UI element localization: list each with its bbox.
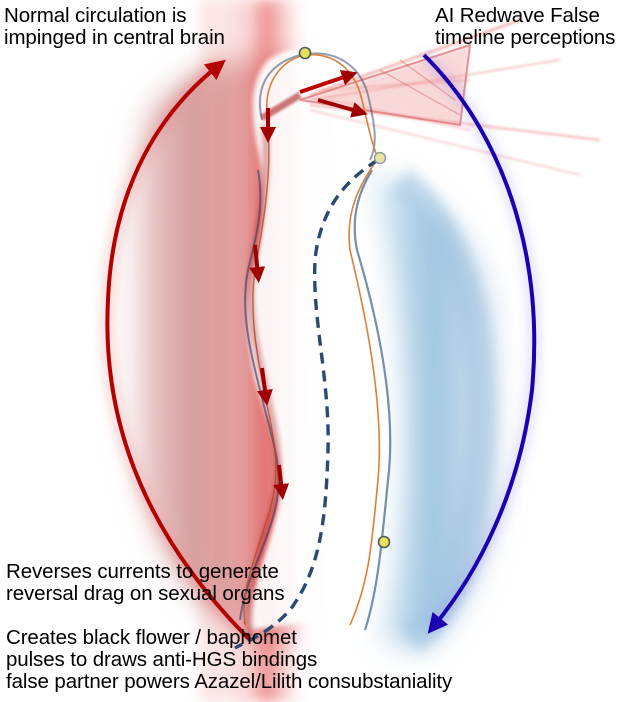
- beam-arrow-2: [317, 98, 368, 118]
- blue-field: [370, 168, 511, 653]
- mid-node: [373, 151, 387, 165]
- spine-arrow-4: [273, 464, 290, 500]
- label-normal-circulation: Normal circulation is impinged in centra…: [4, 5, 225, 49]
- label-line: false partner powers Azazel/Lilith consu…: [6, 670, 453, 693]
- label-line: impinged in central brain: [4, 26, 225, 49]
- dashed-reversal-path: [234, 158, 379, 650]
- spine-arrow-3: [257, 367, 273, 406]
- label-line: reversal drag on sexual organs: [6, 582, 285, 605]
- nodes: [298, 46, 391, 549]
- label-line: Normal circulation is: [4, 4, 187, 27]
- lower-node: [377, 535, 391, 549]
- central-spine-flow: [245, 70, 368, 641]
- label-redwave-perceptions: AI Redwave False timeline perceptions: [435, 5, 615, 49]
- label-line: timeline perceptions: [435, 26, 616, 49]
- label-creates-black-flower: Creates black flower / baphomet pulses t…: [6, 627, 452, 693]
- label-line: Reverses currents to generate: [6, 560, 279, 583]
- spine-arrow-2: [249, 244, 266, 283]
- top-node: [298, 46, 312, 60]
- beam-arrow-1: [299, 70, 358, 94]
- label-line: AI Redwave False: [435, 4, 600, 27]
- right-blue-arc-arrow: [420, 51, 539, 634]
- label-line: pulses to draws anti-HGS bindings: [6, 648, 318, 671]
- label-line: Creates black flower / baphomet: [6, 626, 297, 649]
- label-reverses-currents: Reverses currents to generate reversal d…: [6, 560, 285, 605]
- left-red-arc-arrow: [102, 58, 254, 644]
